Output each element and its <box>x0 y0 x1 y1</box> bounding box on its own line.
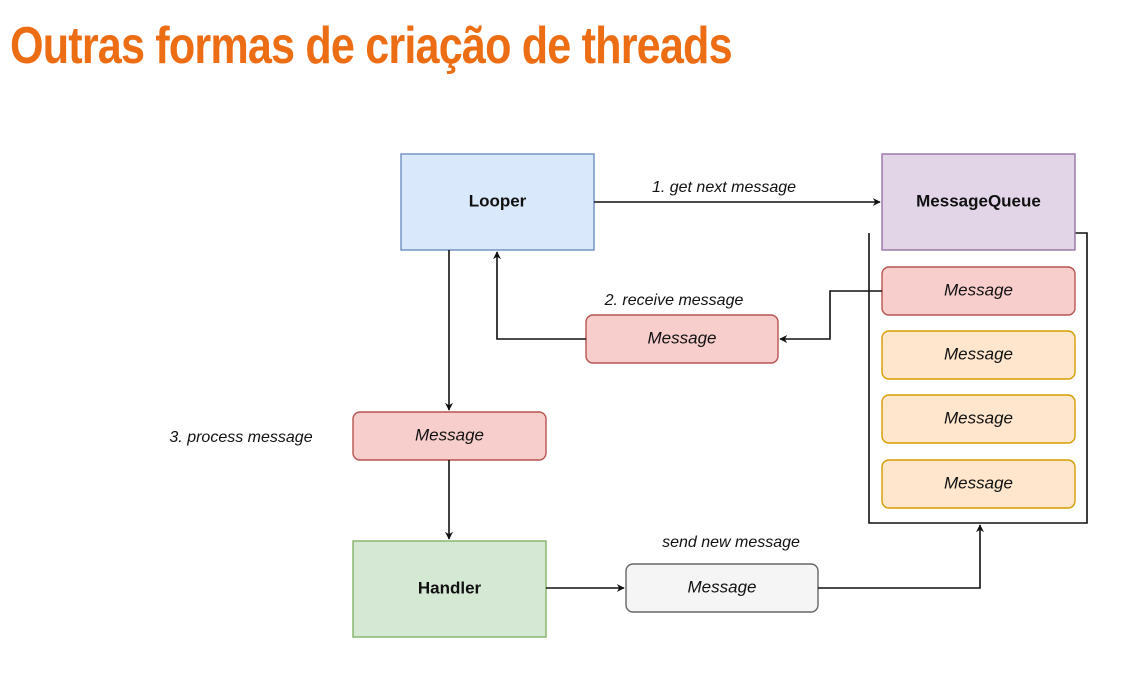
message-queue-node: MessageQueue <box>881 153 1076 251</box>
new-message-label: Message <box>688 577 757 596</box>
queue-message-3-label: Message <box>944 408 1013 427</box>
handler-label: Handler <box>418 578 482 597</box>
queue-message-3: Message <box>881 394 1076 444</box>
queue-to-received-arrow <box>779 290 882 343</box>
received-to-looper-arrow <box>493 251 586 340</box>
queue-message-4-label: Message <box>944 473 1013 492</box>
send-new-message-label: send new message <box>662 534 800 551</box>
process-message-label: 3. process message <box>169 429 312 446</box>
receive-message-label: 2. receive message <box>604 292 744 309</box>
queue-message-2: Message <box>881 330 1076 380</box>
get-next-message-label: 1. get next message <box>652 179 796 196</box>
message-queue-container <box>868 232 1088 524</box>
received-message-label: Message <box>648 328 717 347</box>
message-queue-label: MessageQueue <box>916 191 1041 210</box>
looper-label: Looper <box>469 191 527 210</box>
queue-message-4: Message <box>881 459 1076 509</box>
queue-message-1-label: Message <box>944 280 1013 299</box>
looper-node: Looper <box>400 153 595 251</box>
received-message: Message <box>585 314 779 364</box>
processed-message: Message <box>352 411 547 461</box>
page-title: Outras formas de criação de threads <box>10 17 733 75</box>
queue-message-1: Message <box>881 266 1076 316</box>
new-message-to-queue-arrow <box>818 524 984 589</box>
processed-message-label: Message <box>415 425 484 444</box>
new-message: Message <box>625 563 819 613</box>
handler-node: Handler <box>352 540 547 638</box>
queue-message-2-label: Message <box>944 344 1013 363</box>
